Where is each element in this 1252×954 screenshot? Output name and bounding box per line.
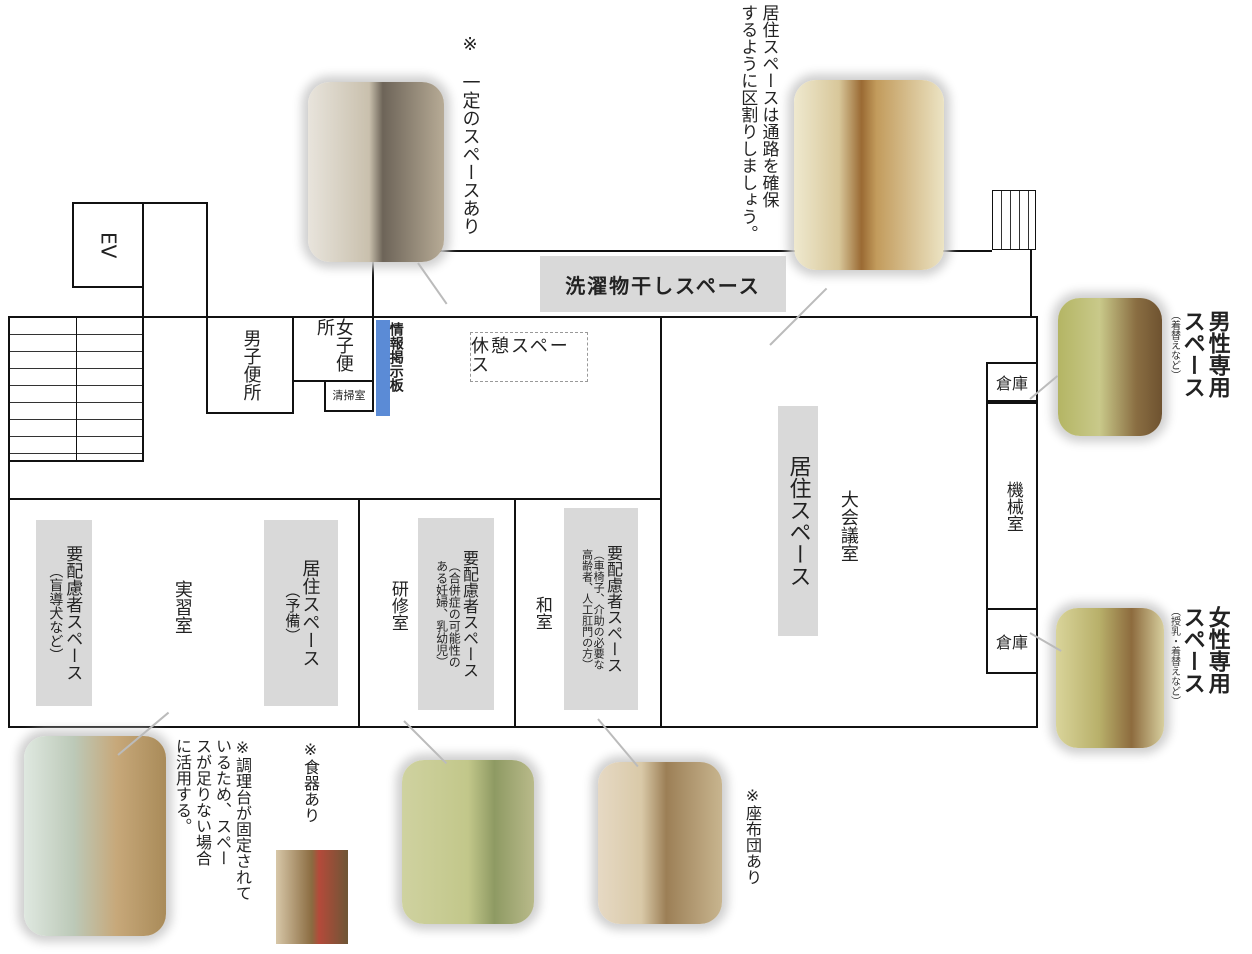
laundry-space: 洗濯物干しスペース (540, 256, 786, 312)
cleaning-room: 清掃室 (324, 380, 374, 412)
photo-womens-space (1056, 608, 1164, 748)
note-dishes: ※食器あり (301, 740, 320, 823)
info-board-label: 情報掲示板 (387, 322, 404, 392)
special-needs-1-sub: （盲導犬など） (47, 564, 64, 662)
special-needs-3-sub2: 高齢者、人工肛門の方） (580, 548, 594, 670)
note-kitchen: ※調理台が固定されて いるため、スペー スが足りない場合 に活用する。 (172, 738, 252, 901)
womens-restroom-label: 女子便所 (314, 318, 354, 372)
female-only-sub: スペース (1179, 606, 1205, 694)
special-needs-2-sub2: ある妊婦、乳幼児） (434, 560, 449, 668)
training-room-label: 研修室 (387, 580, 408, 631)
rest-space: 休憩スペース (470, 332, 588, 382)
note-living-2: するように区割りしましょう。 (737, 4, 758, 242)
wall (8, 498, 660, 500)
storage-bottom-label: 倉庫 (995, 633, 1028, 652)
storage-top: 倉庫 (986, 362, 1038, 402)
wall (1030, 250, 1032, 318)
mens-restroom: 男子便所 (206, 316, 294, 414)
storage-bottom: 倉庫 (986, 608, 1038, 674)
wall (8, 316, 1038, 318)
photo-meeting-room (794, 80, 944, 270)
photo-japanese-room (598, 762, 722, 924)
special-needs-1-title: 要配慮者スペース (62, 545, 83, 681)
storage-top-label: 倉庫 (995, 374, 1028, 393)
note-kitchen-3: スが足りない場合 (193, 738, 212, 866)
stairs-divider (76, 316, 77, 462)
info-board (376, 320, 390, 416)
wall (358, 498, 360, 728)
note-living-1: 居住スペースは通路を確保 (758, 4, 779, 208)
laundry-space-label: 洗濯物干しスペース (565, 273, 761, 298)
photo-mens-space (1058, 298, 1162, 436)
living-space-reserve-title: 居住スペース (299, 559, 321, 667)
special-needs-space-2: 要配慮者スペース （合併症の可能性の ある妊婦、乳幼児） (418, 518, 494, 710)
female-only-title: 女性専用 (1204, 606, 1230, 694)
machine-room-label: 機械室 (1002, 480, 1023, 532)
male-only-note: （着替えなど） (1168, 310, 1180, 380)
special-needs-space-1: 要配慮者スペース （盲導犬など） (36, 520, 92, 706)
wall (372, 250, 374, 318)
living-space-reserve-sub: （予備） (283, 583, 302, 643)
photo-practice-room (24, 736, 166, 936)
wall (8, 726, 1038, 728)
japanese-room-label: 和室 (531, 596, 552, 630)
female-only-space-label: 女性専用 スペース （授乳・着替えなど） (1168, 606, 1230, 756)
elevator: EV (72, 202, 144, 288)
male-only-title: 男性専用 (1204, 310, 1230, 398)
living-space-reserve: 居住スペース （予備） (264, 520, 338, 706)
wall (206, 202, 208, 316)
wall (8, 316, 10, 728)
wall (514, 498, 516, 728)
large-meeting-room-label: 大会議室 (837, 490, 859, 562)
photo-training-room (402, 760, 534, 924)
living-space-main-label: 居住スペース (785, 455, 811, 587)
note-living-space: 居住スペースは通路を確保 するように区割りしましょう。 (736, 4, 779, 242)
wall (142, 202, 208, 204)
male-only-space-label: 男性専用 スペース （着替えなど） (1168, 310, 1230, 420)
note-kitchen-1: ※調理台が固定されて (233, 738, 252, 901)
special-needs-space-3: 要配慮者スペース （車椅子、介助の必要な 高齢者、人工肛門の方） (564, 508, 638, 710)
special-needs-3-title: 要配慮者スペース (603, 545, 623, 673)
note-kitchen-4: に活用する。 (173, 738, 192, 834)
womens-restroom: 女子便所 (292, 316, 374, 382)
note-kitchen-2: いるため、スペー (213, 738, 232, 866)
practice-room-label: 実習室 (171, 580, 193, 634)
note-space-available: ※ 一定のスペースあり (459, 34, 481, 235)
special-needs-3-sub1: （車椅子、介助の必要な (592, 548, 606, 670)
special-needs-2-title: 要配慮者スペース (459, 550, 479, 678)
cleaning-room-label: 清掃室 (332, 389, 366, 403)
special-needs-2-sub1: （合併症の可能性の (447, 560, 462, 668)
living-space-main: 居住スペース (778, 406, 818, 636)
male-only-sub: スペース (1179, 310, 1205, 398)
female-only-note: （授乳・着替えなど） (1168, 606, 1180, 706)
stairs-right (992, 190, 1036, 250)
photo-dishes (276, 850, 348, 944)
note-cushions: ※座布団あり (743, 786, 762, 885)
machine-room: 機械室 (986, 402, 1038, 610)
wall (372, 250, 992, 252)
rest-space-label: 休憩スペース (471, 336, 570, 376)
wall (142, 202, 144, 316)
photo-rest-area (308, 82, 444, 262)
wall (660, 316, 662, 728)
ev-label: EV (96, 231, 121, 259)
mens-restroom-label: 男子便所 (240, 329, 262, 401)
